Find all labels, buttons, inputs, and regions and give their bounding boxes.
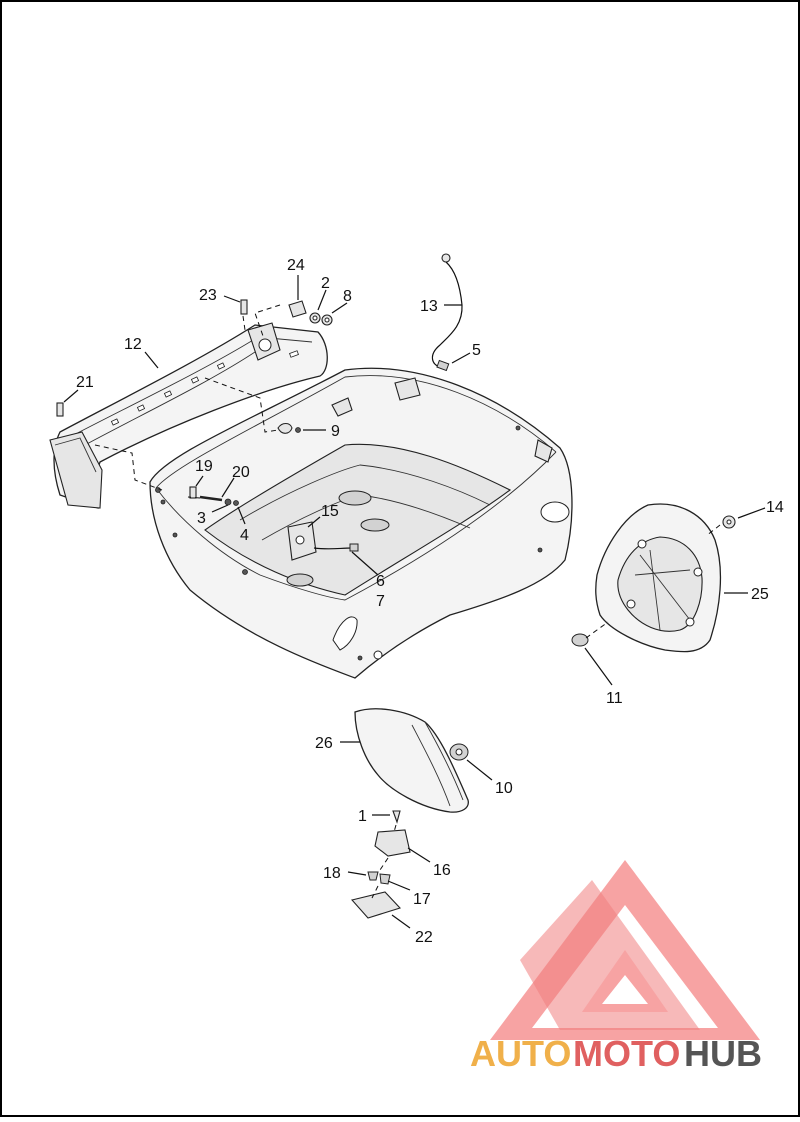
pin-21 — [56, 402, 64, 417]
latch-15 — [287, 521, 359, 561]
watermark-text-hub: HUB — [684, 1033, 762, 1074]
callout-6: 6 — [376, 573, 385, 590]
screw-9 — [277, 422, 301, 434]
watermark-text-auto: AUTO — [470, 1033, 571, 1074]
callout-4: 4 — [240, 527, 249, 544]
lower-panel — [354, 708, 469, 813]
leader-lines — [63, 275, 766, 929]
callout-17: 17 — [413, 891, 431, 908]
callout-15: 15 — [321, 503, 339, 520]
callout-25: 25 — [751, 586, 769, 603]
callout-9: 9 — [331, 423, 340, 440]
callout-19: 19 — [195, 458, 213, 475]
latch-16 — [374, 829, 411, 857]
callout-26: 26 — [315, 735, 333, 752]
callout-7: 7 — [376, 593, 385, 610]
watermark-text-moto: MOTO — [573, 1033, 680, 1074]
callout-10: 10 — [495, 780, 513, 797]
callout-20: 20 — [232, 464, 250, 481]
callout-3: 3 — [197, 510, 206, 527]
hinge-screws — [189, 486, 239, 506]
callout-11: 11 — [606, 690, 623, 707]
callout-21: 21 — [76, 374, 94, 391]
callout-22: 22 — [415, 929, 433, 946]
callout-24: 24 — [287, 257, 305, 274]
grommet-14 — [722, 515, 736, 529]
callout-labels: 24 2 8 23 12 21 13 5 9 19 20 3 4 15 6 7 … — [76, 257, 784, 946]
tour-pak-body — [149, 367, 573, 679]
grommet-11 — [571, 633, 589, 647]
callout-16: 16 — [433, 862, 451, 879]
assembly-lines — [94, 304, 721, 899]
speaker-pod — [595, 503, 722, 653]
callout-5: 5 — [472, 342, 481, 359]
callout-2: 2 — [321, 275, 330, 292]
screw-1 — [392, 810, 401, 824]
callout-13: 13 — [420, 298, 438, 315]
latch-base-22 — [350, 891, 402, 919]
callout-12: 12 — [124, 336, 142, 353]
hinge-strip — [49, 322, 328, 509]
callout-8: 8 — [343, 288, 352, 305]
grommet-10 — [449, 743, 469, 761]
callout-14: 14 — [766, 499, 784, 516]
clips-17-18 — [367, 871, 391, 885]
callout-18: 18 — [323, 865, 341, 882]
watermark-logo: AUTO MOTO HUB — [470, 860, 762, 1074]
callout-23: 23 — [199, 287, 217, 304]
wiring-harness — [431, 253, 463, 372]
hinge-pin-assembly — [240, 299, 333, 326]
callout-1: 1 — [358, 808, 367, 825]
